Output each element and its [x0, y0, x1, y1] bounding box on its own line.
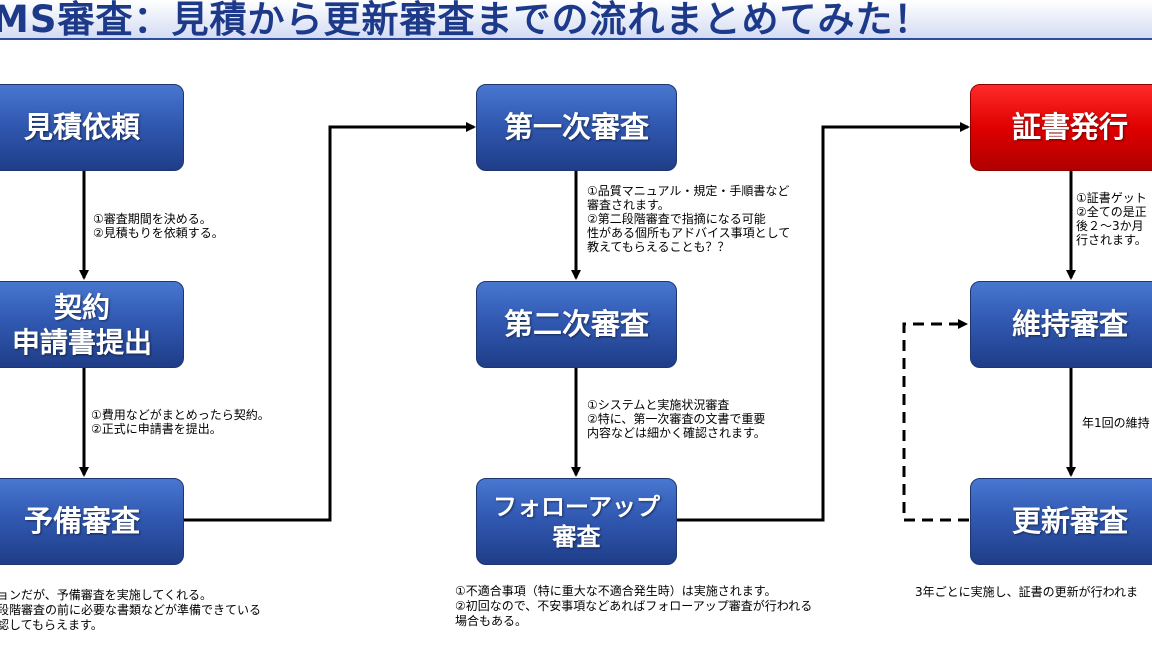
note-line: 審査されます。: [587, 198, 670, 212]
note-line: ②特に、第一次審査の文書で重要: [587, 412, 766, 426]
note-line: 後２～3か月: [1076, 219, 1144, 233]
box-preliminary-label: 予備審査: [23, 504, 140, 539]
note-line: 性がある個所もアドバイス事項として: [587, 226, 791, 240]
box-maintenance-label: 維持審査: [1011, 307, 1128, 342]
note-line: ョンだが、予備審査を実施してくれる。: [0, 588, 213, 602]
note-line: 内容などは細かく確認されます。: [587, 426, 766, 440]
note-maintenance: 年1回の維持: [1082, 416, 1150, 430]
note-line: ②第二段階審査で指摘になる可能: [587, 212, 766, 226]
note-preliminary: ョンだが、予備審査を実施してくれる。 段階審査の前に必要な書類などが準備できてい…: [0, 588, 261, 633]
note-line: 教えてもらえることも？？: [587, 240, 730, 254]
box-maintenance-audit: 維持審査: [970, 281, 1152, 368]
box-contract-label-2: 申請書提出: [11, 325, 152, 359]
box-contract: 契約 申請書提出: [0, 281, 184, 368]
note-line: 行されます。: [1076, 233, 1147, 247]
box-stage1-label: 第一次審査: [503, 110, 649, 145]
note-followup: ①不適合事項（特に重大な不適合発生時）は実施されます。 ②初回なので、不安事項な…: [455, 584, 812, 629]
box-certificate-issue: 証書発行: [970, 84, 1152, 171]
box-stage2-label: 第二次審査: [503, 307, 649, 342]
box-estimate-label: 見積依頼: [23, 110, 140, 145]
note-renewal: 3年ごとに実施し、証書の更新が行われま: [915, 585, 1138, 599]
note-line: ①不適合事項（特に重大な不適合発生時）は実施されます。: [455, 584, 777, 598]
note-certificate: ①証書ゲット ②全ての是正 後２～3か月 行されます。: [1076, 191, 1147, 247]
note-line: ②初回なので、不安事項などあればフォローアップ審査が行われる: [455, 599, 813, 613]
note-line: 3年ごとに実施し、証書の更新が行われま: [915, 585, 1139, 599]
note-stage2: ①システムと実施状況審査 ②特に、第一次審査の文書で重要 内容などは細かく確認さ…: [587, 398, 766, 440]
note-line: ①審査期間を決める。: [93, 212, 212, 226]
note-stage1: ①品質マニュアル・規定・手順書など 審査されます。 ②第二段階審査で指摘になる可…: [587, 184, 790, 254]
box-followup-label-2: 審査: [552, 522, 601, 551]
arrow-followup-to-certificate: [677, 122, 970, 522]
note-line: 年1回の維持: [1082, 416, 1150, 430]
box-estimate-request: 見積依頼: [0, 84, 184, 171]
box-followup-label-1: フォローアップ: [492, 492, 661, 521]
note-line: ②正式に申請書を提出。: [91, 422, 222, 436]
box-certificate-label: 証書発行: [1011, 110, 1128, 145]
box-stage1-audit: 第一次審査: [476, 84, 677, 171]
box-renewal-label: 更新審査: [1011, 504, 1128, 539]
note-line: ①証書ゲット: [1076, 191, 1147, 205]
arrow-preliminary-to-stage1: [184, 122, 476, 522]
note-line: ②全ての是正: [1076, 205, 1147, 219]
note-line: ①品質マニュアル・規定・手順書など: [587, 184, 790, 198]
box-contract-label-1: 契約: [53, 290, 110, 324]
note-contract: ①費用などがまとめったら契約。 ②正式に申請書を提出。: [91, 408, 270, 436]
note-line: ①費用などがまとめったら契約。: [91, 408, 270, 422]
note-line: 段階審査の前に必要な書類などが準備できている: [0, 603, 262, 617]
note-line: ①システムと実施状況審査: [587, 398, 730, 412]
note-estimate: ①審査期間を決める。 ②見積もりを依頼する。: [93, 212, 224, 240]
note-line: 認してもらえます。: [0, 618, 103, 632]
note-line: 場合もある。: [455, 614, 528, 628]
title-bar: MS審査：見積から更新審査までの流れまとめてみた！: [0, 0, 1152, 40]
page-title: MS審査：見積から更新審査までの流れまとめてみた！: [0, 0, 932, 40]
arrow-renewal-loop: [902, 319, 969, 522]
box-stage2-audit: 第二次審査: [476, 281, 677, 368]
note-line: ②見積もりを依頼する。: [93, 226, 224, 240]
box-preliminary-audit: 予備審査: [0, 478, 184, 565]
box-followup-audit: フォローアップ 審査: [476, 478, 677, 565]
box-renewal-audit: 更新審査: [970, 478, 1152, 565]
